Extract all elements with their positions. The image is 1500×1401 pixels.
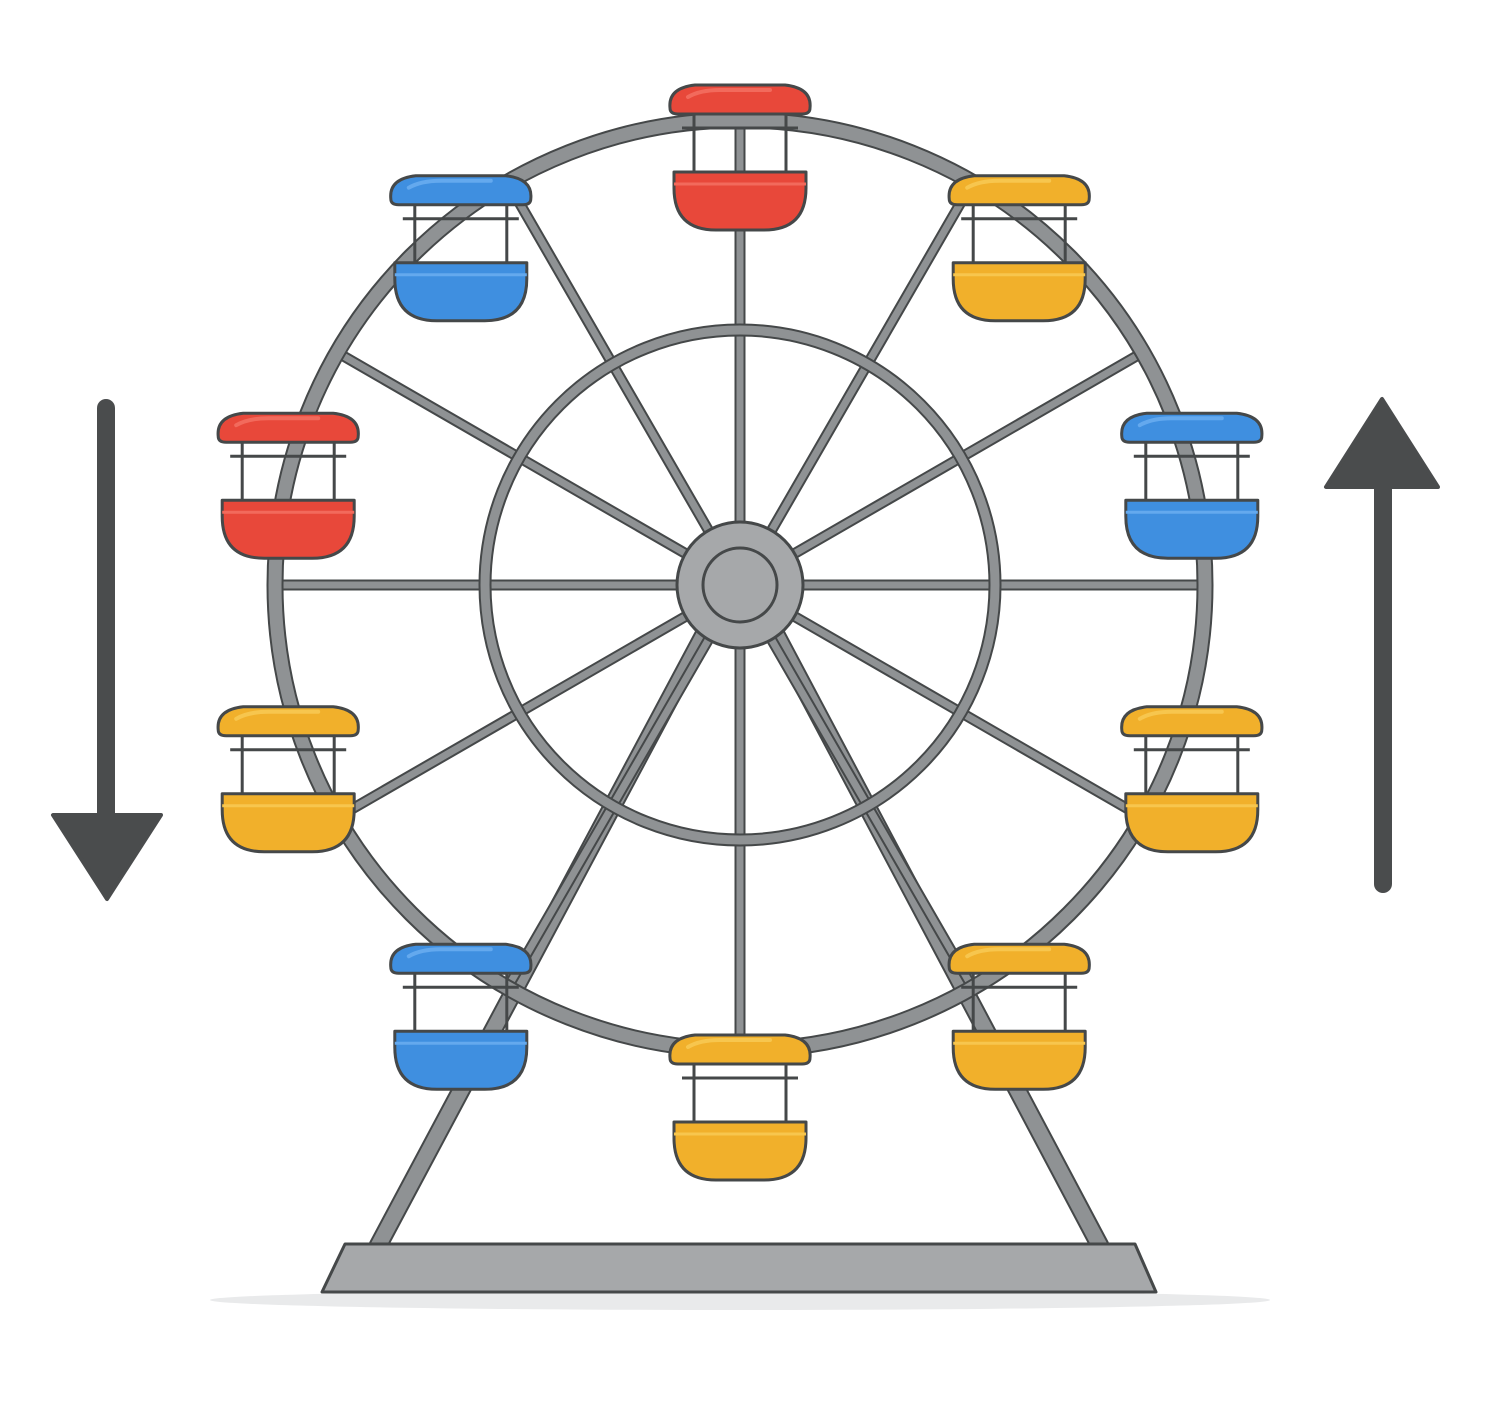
cabin-lower-right: [947, 942, 1091, 1091]
cabin-roof-highlight: [1137, 416, 1224, 428]
cabins: [216, 83, 1264, 1182]
wheel-spoke: [336, 350, 746, 591]
cabin-upper-right: [947, 174, 1091, 323]
cabin-roof-highlight: [406, 947, 493, 959]
wheel-spoke: [505, 579, 746, 989]
cabin-basket: [672, 170, 808, 232]
ground-shadow: [210, 1290, 1270, 1310]
wheel-spoke: [734, 579, 975, 989]
cabin-basket: [220, 498, 356, 560]
wheel: [266, 111, 1214, 1059]
cabin-roof-highlight: [965, 947, 1052, 959]
cabin-lower-left: [389, 942, 533, 1091]
hub: [675, 520, 805, 650]
cabin-basket: [1124, 498, 1260, 560]
wheel-spoke: [505, 181, 746, 591]
wheel-spoke: [734, 579, 1144, 820]
cabin-basket: [393, 261, 529, 323]
base-platform: [320, 1242, 1158, 1294]
arrow-up-icon: [1324, 397, 1440, 893]
cabin-basket: [393, 1029, 529, 1091]
cabin-roof-highlight: [234, 709, 321, 721]
cabin-upper-left: [389, 174, 533, 323]
cabin-top: [668, 83, 812, 232]
cabin-roof-highlight: [234, 416, 321, 428]
cabin-left-low: [216, 705, 360, 854]
cabin-roof-highlight: [686, 88, 772, 99]
inner-ring: [478, 323, 1002, 847]
wheel-spoke: [734, 350, 1144, 591]
cabin-basket: [951, 1029, 1087, 1091]
wheel-spoke: [336, 579, 746, 820]
rotation-arrows: [51, 397, 1440, 901]
cabin-bottom: [668, 1033, 812, 1182]
cabin-basket: [672, 1120, 808, 1182]
cabin-roof-highlight: [1137, 709, 1224, 721]
cabin-right-low: [1120, 705, 1264, 854]
cabin-basket: [951, 261, 1087, 323]
cabin-roof-highlight: [965, 178, 1052, 190]
cabin-roof-highlight: [406, 178, 493, 190]
hub-inner: [701, 546, 779, 624]
arrow-down-icon: [51, 399, 163, 901]
cabin-left-high: [216, 411, 360, 560]
cabin-roof-highlight: [686, 1038, 772, 1049]
cabin-right-high: [1120, 411, 1264, 560]
cabin-basket: [220, 792, 356, 854]
wheel-spoke: [734, 181, 975, 591]
cabin-basket: [1124, 792, 1260, 854]
